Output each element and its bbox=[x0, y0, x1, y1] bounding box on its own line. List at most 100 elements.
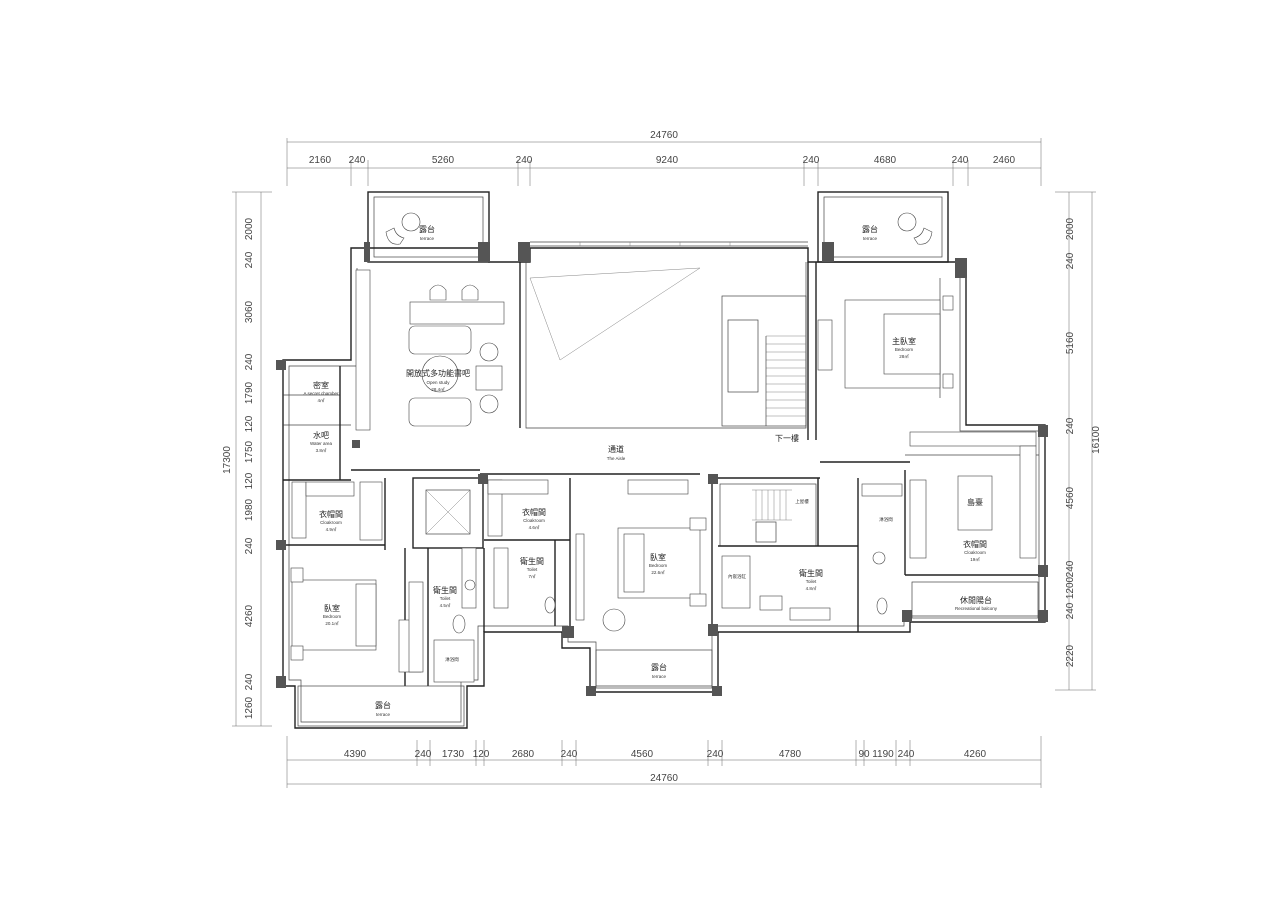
left-dim: 120 bbox=[244, 415, 255, 432]
svg-text:露台: 露台 bbox=[419, 224, 435, 234]
top-dimensions: 24760 2160 240 5260 240 9240 240 4680 24… bbox=[309, 130, 1016, 166]
svg-text:terrace: terrace bbox=[420, 236, 435, 241]
bottom-dimensions: 24760 4390 240 1730 120 2680 240 4560 24… bbox=[344, 749, 987, 784]
right-dim: 2000 bbox=[1065, 217, 1076, 240]
right-dim: 2220 bbox=[1065, 644, 1076, 667]
svg-text:4.8㎡: 4.8㎡ bbox=[806, 585, 817, 591]
up-stairs-label: 上屋樓 bbox=[795, 498, 809, 505]
top-dim: 240 bbox=[803, 155, 820, 166]
svg-text:通道: 通道 bbox=[608, 444, 624, 454]
svg-text:Water area: Water area bbox=[310, 441, 333, 446]
bottom-dim: 4780 bbox=[779, 749, 802, 760]
right-dim: 240 bbox=[1065, 417, 1076, 434]
left-dim: 1750 bbox=[244, 440, 255, 463]
bottom-dim: 4560 bbox=[631, 749, 654, 760]
svg-text:水吧: 水吧 bbox=[313, 430, 329, 440]
dimension-lines bbox=[232, 138, 1096, 788]
svg-text:衣帽間: 衣帽間 bbox=[522, 507, 546, 517]
bottom-total-dim: 24760 bbox=[650, 773, 678, 784]
left-dim: 240 bbox=[244, 353, 255, 370]
furniture bbox=[290, 212, 1039, 727]
bottom-dim: 2680 bbox=[512, 749, 535, 760]
svg-text:19㎡: 19㎡ bbox=[970, 556, 980, 562]
right-dim: 240 bbox=[1065, 560, 1076, 577]
svg-text:28㎡: 28㎡ bbox=[899, 353, 909, 359]
top-dim: 240 bbox=[952, 155, 969, 166]
svg-text:Cloakroom: Cloakroom bbox=[320, 520, 342, 525]
svg-text:臥室: 臥室 bbox=[650, 552, 666, 562]
top-dim: 2160 bbox=[309, 155, 332, 166]
bottom-dim: 1730 bbox=[442, 749, 465, 760]
bottom-dim: 1190 bbox=[872, 749, 894, 760]
left-dimensions: 17300 2000 240 3060 240 1790 120 1750 12… bbox=[222, 217, 255, 719]
left-dim: 1260 bbox=[244, 696, 255, 719]
svg-text:衛生間: 衛生間 bbox=[520, 556, 544, 566]
room-label-toilet: 衛生間 Toilet 4.8㎡ bbox=[799, 568, 823, 591]
shower-label: 淋浴間 bbox=[879, 516, 893, 523]
left-dim: 3060 bbox=[244, 300, 255, 323]
svg-text:衛生間: 衛生間 bbox=[433, 585, 457, 595]
room-label-terrace: 露台 terrace bbox=[419, 224, 435, 241]
room-label-terrace: 露台 terrace bbox=[862, 224, 878, 241]
room-label-aisle: 通道 The Aisle bbox=[607, 444, 626, 461]
bottom-dim: 240 bbox=[561, 749, 578, 760]
svg-text:4㎡: 4㎡ bbox=[317, 397, 325, 403]
svg-text:7㎡: 7㎡ bbox=[528, 573, 536, 579]
svg-text:Bedroom: Bedroom bbox=[649, 563, 668, 568]
left-dim: 120 bbox=[244, 472, 255, 489]
room-label-toilet: 衛生間 Toilet 4.5㎡ bbox=[433, 585, 457, 608]
svg-text:The Aisle: The Aisle bbox=[607, 456, 626, 461]
svg-text:衛生間: 衛生間 bbox=[799, 568, 823, 578]
room-label-bedroom: 臥室 Bedroom 20.1㎡ bbox=[323, 603, 342, 626]
right-dim: 240 bbox=[1065, 252, 1076, 269]
bottom-dim: 4390 bbox=[344, 749, 367, 760]
left-dim: 1790 bbox=[244, 381, 255, 404]
top-dim: 5260 bbox=[432, 155, 455, 166]
svg-text:臥室: 臥室 bbox=[324, 603, 340, 613]
bottom-dim: 4260 bbox=[964, 749, 987, 760]
room-label-island: 島臺 bbox=[967, 497, 983, 507]
svg-text:露台: 露台 bbox=[651, 662, 667, 672]
room-label-bedroom: 臥室 Bedroom 22.6㎡ bbox=[649, 552, 668, 575]
svg-text:Toilet: Toilet bbox=[440, 596, 451, 601]
svg-text:20.1㎡: 20.1㎡ bbox=[325, 620, 339, 626]
svg-text:露台: 露台 bbox=[862, 224, 878, 234]
svg-text:terrace: terrace bbox=[863, 236, 878, 241]
svg-text:3.8㎡: 3.8㎡ bbox=[316, 447, 327, 453]
svg-text:terrace: terrace bbox=[652, 674, 667, 679]
left-dim: 240 bbox=[244, 537, 255, 554]
svg-text:4.6㎡: 4.6㎡ bbox=[529, 524, 540, 530]
columns bbox=[276, 242, 1048, 696]
top-dim: 240 bbox=[349, 155, 366, 166]
left-total-dim: 17300 bbox=[222, 446, 233, 474]
left-dim: 240 bbox=[244, 673, 255, 690]
room-label-recreational-balcony: 休閒陽台 Recreational balcony bbox=[955, 595, 998, 611]
svg-text:Open study: Open study bbox=[426, 380, 450, 385]
svg-text:衣帽間: 衣帽間 bbox=[963, 539, 987, 549]
shower-label: 淋浴間 bbox=[445, 656, 459, 663]
right-dim: 5160 bbox=[1065, 331, 1076, 354]
svg-text:衣帽間: 衣帽間 bbox=[319, 509, 343, 519]
left-dim: 2000 bbox=[244, 217, 255, 240]
room-label-secret-chamber: 密室 A secret chamber 4㎡ bbox=[303, 380, 339, 403]
left-dim: 4260 bbox=[244, 604, 255, 627]
svg-text:terrace: terrace bbox=[376, 712, 391, 717]
top-dim: 9240 bbox=[656, 155, 679, 166]
svg-text:主臥室: 主臥室 bbox=[892, 336, 916, 346]
room-labels: 露台 terrace 露台 terrace 開放式多功能書吧 Open stud… bbox=[303, 224, 997, 717]
svg-text:密室: 密室 bbox=[313, 380, 329, 390]
right-dim: 4560 bbox=[1065, 486, 1076, 509]
left-dim: 240 bbox=[244, 251, 255, 268]
room-label-terrace: 露台 terrace bbox=[651, 662, 667, 679]
room-label-cloakroom: 衣帽間 Cloakroom 19㎡ bbox=[963, 539, 987, 562]
top-dim: 240 bbox=[516, 155, 533, 166]
svg-text:Toilet: Toilet bbox=[806, 579, 817, 584]
room-label-terrace: 露台 terrace bbox=[375, 700, 391, 717]
top-total-dim: 24760 bbox=[650, 130, 678, 141]
room-label-water-area: 水吧 Water area 3.8㎡ bbox=[310, 430, 333, 453]
top-dim: 4680 bbox=[874, 155, 897, 166]
right-dim: 240 bbox=[1065, 602, 1076, 619]
walls bbox=[282, 191, 1046, 729]
bottom-dim: 240 bbox=[707, 749, 724, 760]
